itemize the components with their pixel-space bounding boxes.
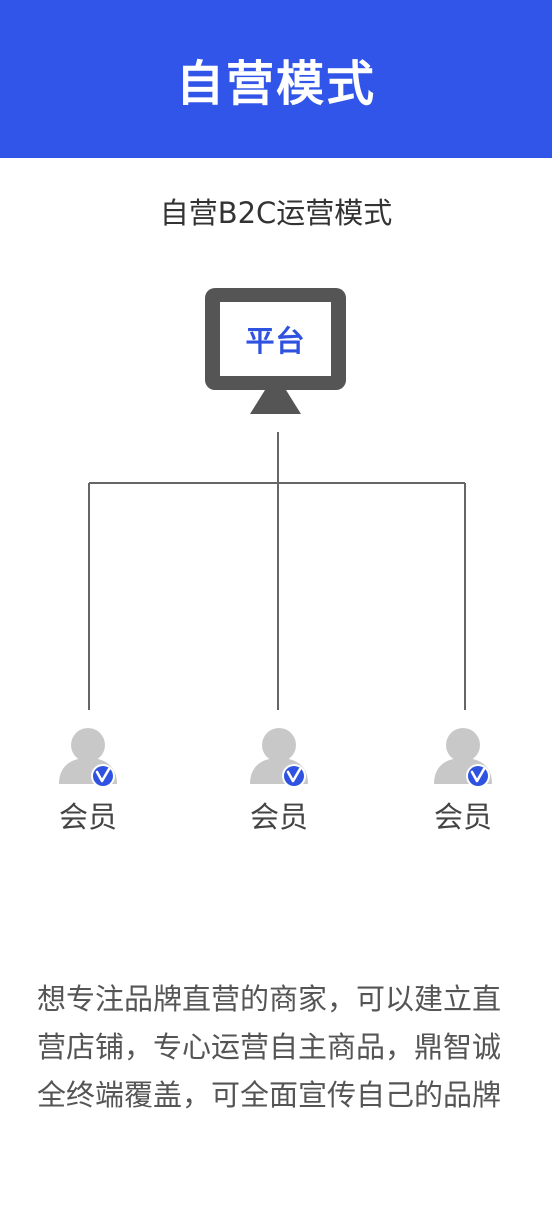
monitor-screen-area: 平台	[220, 302, 331, 376]
platform-label: 平台	[245, 324, 306, 358]
verified-user-icon	[57, 726, 119, 788]
verified-user-icon	[248, 726, 310, 788]
member-node-3: 会员	[413, 726, 513, 836]
member-label: 会员	[433, 800, 492, 834]
member-label: 会员	[58, 800, 117, 834]
page-title: 自营模式	[175, 56, 376, 112]
verified-user-icon	[432, 726, 494, 788]
member-node-1: 会员	[38, 726, 138, 836]
member-node-2: 会员	[229, 726, 329, 836]
page-header: 自营模式	[0, 0, 552, 158]
monitor-icon: 平台	[205, 288, 346, 390]
member-label: 会员	[249, 800, 308, 834]
description-text: 想专注品牌直营的商家，可以建立直营店铺，专心运营自主商品，鼎智诚全终端覆盖，可全…	[37, 982, 502, 1112]
diagram-subtitle: 自营B2C运营模式	[159, 196, 393, 230]
monitor-stand-icon	[250, 390, 301, 414]
platform-node: 平台	[205, 288, 346, 416]
